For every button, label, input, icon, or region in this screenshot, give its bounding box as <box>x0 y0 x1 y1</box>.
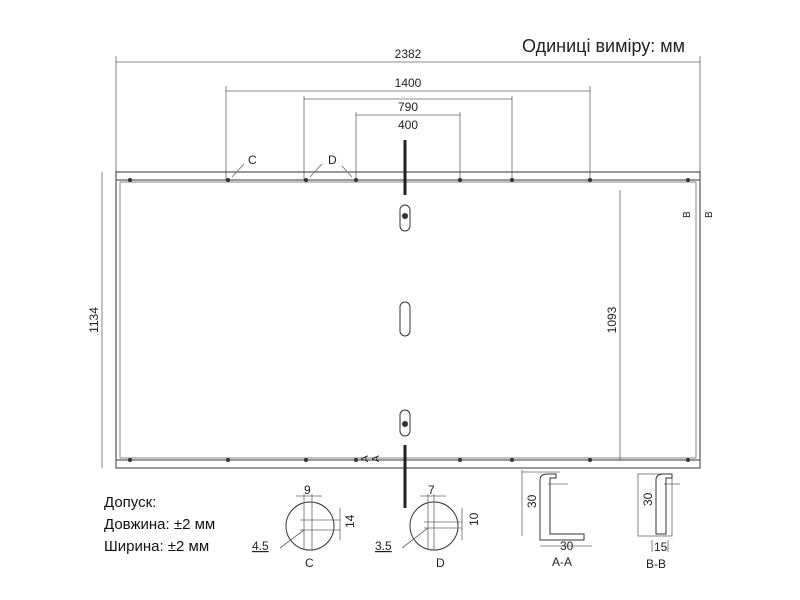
section-b-b-width: 15 <box>654 540 668 554</box>
dimension-400: 400 <box>355 112 461 180</box>
panel-frame <box>115 171 701 469</box>
dimension-1400: 1400 <box>225 76 591 180</box>
section-b-b: 30 15 B-B <box>637 473 680 571</box>
tolerance-length: Довжина: ±2 мм <box>104 516 216 533</box>
detail-c: 9 14 4.5 C <box>252 483 357 570</box>
tolerance-block: Допуск: Довжина: ±2 мм Ширина: ±2 мм <box>104 492 215 558</box>
section-b-b-height: 30 <box>641 492 655 506</box>
marker-a-left: A <box>360 455 371 462</box>
marker-b-right: B <box>704 211 715 218</box>
detail-d-diameter: 3.5 <box>375 539 392 553</box>
marker-a-right: A <box>371 455 382 462</box>
section-b-b-label: B-B <box>646 557 666 571</box>
dim-1093-label: 1093 <box>605 306 619 333</box>
dimension-1134: 1134 <box>87 172 103 468</box>
tolerance-title: Допуск: <box>104 494 157 511</box>
dim-1134-label: 1134 <box>87 307 101 333</box>
detail-d: 7 10 3.5 D <box>375 483 481 570</box>
section-a-a-width: 30 <box>560 539 574 553</box>
section-a-a-height: 30 <box>525 494 539 508</box>
detail-d-length: 10 <box>467 512 481 526</box>
detail-c-width: 9 <box>304 483 311 497</box>
marker-b-left: B <box>682 211 693 218</box>
dim-2382-label: 2382 <box>395 47 422 61</box>
dimension-2382: 2382 <box>115 47 701 172</box>
detail-c-label: C <box>305 556 314 570</box>
section-a-a: 30 30 A-A <box>521 470 592 569</box>
dim-400-label: 400 <box>398 118 418 132</box>
detail-c-length: 14 <box>343 514 357 528</box>
dim-790-label: 790 <box>398 100 418 114</box>
section-a-a-label: A-A <box>552 555 572 569</box>
tolerance-width: Ширина: ±2 мм <box>104 538 210 555</box>
dimension-790: 790 <box>303 96 513 180</box>
marker-c: C <box>248 153 257 167</box>
dim-1400-label: 1400 <box>395 76 422 90</box>
detail-c-diameter: 4.5 <box>252 539 269 553</box>
detail-d-width: 7 <box>428 483 435 497</box>
units-label: Одиниці виміру: мм <box>522 36 686 56</box>
marker-d: D <box>328 153 337 167</box>
detail-d-label: D <box>436 556 445 570</box>
cable-connectors <box>399 140 411 508</box>
